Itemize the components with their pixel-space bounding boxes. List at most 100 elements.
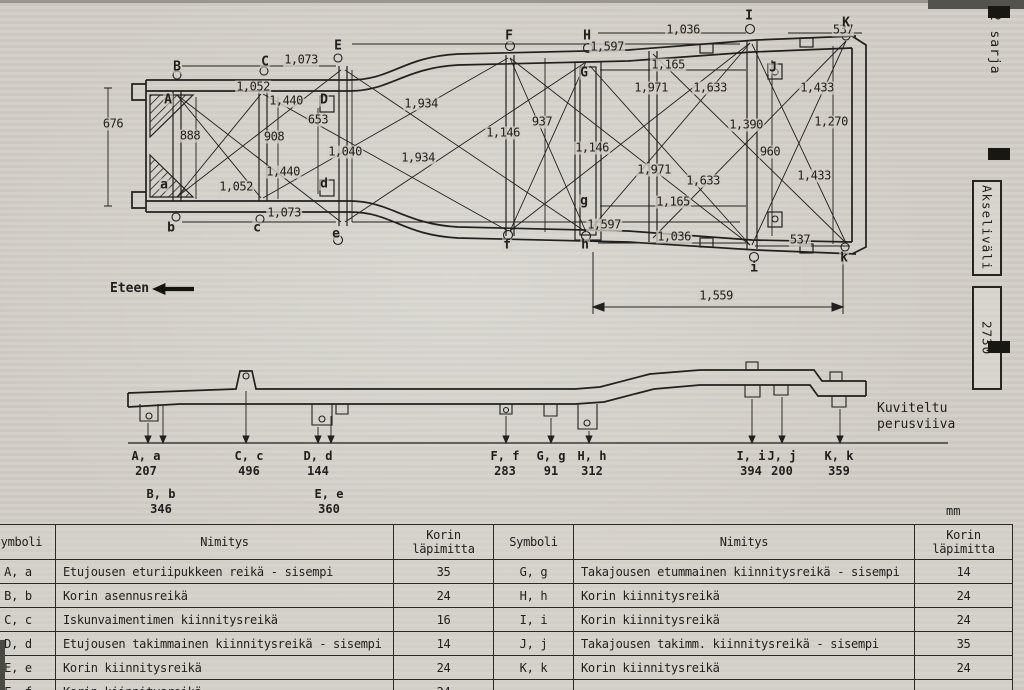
measure-point-label: G: [579, 65, 589, 81]
baseline-note-line2: perusviiva: [877, 417, 956, 432]
measure-point-label: b: [166, 220, 176, 236]
dimension-label: 1,052: [235, 79, 271, 94]
diameter-cell: 24: [393, 679, 494, 690]
symbol-cell: G, g: [493, 559, 574, 584]
height-value: 144: [307, 464, 329, 478]
diameter-cell: 24: [393, 655, 494, 680]
height-label: C, c 496: [235, 449, 264, 479]
spec-row: B, b Korin asennusreikä 24 H, h Korin ki…: [0, 583, 1013, 608]
col-header-symbol-right: Symboli: [493, 524, 574, 560]
series-margin-note: 62 sarja ja HJ 60 sarjat: [952, 4, 1024, 159]
dimension-label: 1,559: [698, 288, 734, 303]
height-value: 283: [494, 464, 516, 478]
height-value: 394: [740, 464, 762, 478]
side-view-rail: [127, 369, 867, 408]
name-cell: Korin asennusreikä: [55, 583, 394, 608]
symbol-cell: J, j: [493, 631, 574, 656]
wheelbase-label: Akseliväli: [979, 185, 995, 271]
dimension-label: 1,440: [265, 164, 301, 179]
height-label: F, f 283: [491, 449, 520, 479]
dimension-label: 1,597: [589, 39, 625, 54]
dimension-label: 1,040: [327, 144, 363, 159]
symbol-cell: -: [493, 679, 574, 690]
height-label: G, g 91: [537, 449, 566, 479]
dimension-label: 1,971: [633, 80, 669, 95]
height-label: A, a 207: [132, 449, 161, 479]
dimension-label: 676: [101, 116, 125, 131]
scan-edge-top: [0, 0, 1024, 3]
measure-point-label: C: [260, 54, 270, 70]
diameter-cell: 14: [914, 559, 1013, 584]
scan-edge-top-right: [928, 0, 1024, 9]
symbol-cell: I, i: [493, 607, 574, 632]
dimension-label: 1,433: [799, 80, 835, 95]
dimension-label: 1,971: [636, 162, 672, 177]
measure-point-label: F: [504, 28, 514, 44]
height-value: 312: [581, 464, 603, 478]
measure-point-label: h: [580, 237, 590, 253]
dimension-label: 1,073: [266, 205, 302, 220]
diameter-cell: 24: [914, 655, 1013, 680]
name-cell: Takajousen etummainen kiinnitysreikä - s…: [573, 559, 915, 584]
symbol-cell: A, a: [0, 559, 56, 584]
dimension-label: 1,633: [692, 80, 728, 95]
baseline-note-line1: Kuviteltu: [877, 401, 948, 416]
registration-mark: [988, 6, 1010, 18]
name-cell: Etujousen eturiipukkeen reikä - sisempi: [55, 559, 394, 584]
measure-point-label: E: [333, 38, 343, 54]
hole-spec-table-wrap: Symboli Nimitys Korin läpimitta Symboli …: [0, 524, 1013, 690]
diameter-cell: [914, 679, 1013, 690]
diameter-cell: 35: [914, 631, 1013, 656]
col-header-diameter-right: Korin läpimitta: [914, 524, 1013, 560]
height-label: I, i 394: [737, 449, 766, 479]
height-symbol: C, c: [234, 449, 264, 463]
height-symbol: D, d: [303, 449, 333, 463]
symbol-cell: D, d: [0, 631, 56, 656]
measure-point-label: d: [319, 176, 329, 192]
height-symbol: J, j: [767, 449, 797, 463]
height-symbol: K, k: [824, 449, 854, 463]
name-cell: Korin kiinnitysreikä: [55, 679, 394, 690]
name-cell: Iskunvaimentimen kiinnitysreikä: [55, 607, 394, 632]
height-value: 207: [135, 464, 157, 478]
height-label: J, j 200: [768, 449, 797, 479]
dimension-label: 1,165: [655, 194, 691, 209]
registration-mark: [988, 341, 1010, 353]
diameter-cell: 16: [393, 607, 494, 632]
diameter-cell: 24: [914, 607, 1013, 632]
name-cell: [573, 679, 915, 690]
dimension-label: 1,146: [574, 140, 610, 155]
measure-point-label: D: [319, 92, 329, 108]
height-symbol: F, f: [490, 449, 520, 463]
top-view-gussets: [149, 94, 195, 198]
height-label: D, d 144: [304, 449, 333, 479]
measure-point-label: f: [502, 237, 512, 253]
dimension-label: 1,036: [665, 22, 701, 37]
measure-point-label: J: [768, 60, 778, 76]
dimension-label: 537: [788, 232, 812, 247]
dimension-label: 1,052: [218, 179, 254, 194]
name-cell: Korin kiinnitysreikä: [55, 655, 394, 680]
name-cell: Korin kiinnitysreikä: [573, 607, 915, 632]
height-symbol: B, b: [146, 487, 176, 501]
dimension-label: 1,270: [813, 114, 849, 129]
unit-label: mm: [946, 504, 961, 518]
col-header-name-left: Nimitys: [55, 524, 394, 560]
wheelbase-value-box: 2730: [972, 286, 1002, 390]
dimension-label: 1,633: [685, 173, 721, 188]
measure-point-label: a: [159, 177, 169, 193]
symbol-cell: K, k: [493, 655, 574, 680]
scan-edge-bottom-left: [0, 640, 5, 690]
diameter-cell: 24: [914, 583, 1013, 608]
dimension-label: 937: [530, 114, 554, 129]
measure-point-label: g: [579, 193, 589, 209]
registration-mark: [988, 148, 1010, 160]
measure-point-label: k: [839, 250, 849, 266]
measure-point-label: c: [252, 220, 262, 236]
height-arrow-lines: [144, 391, 844, 445]
measure-point-label: e: [331, 226, 341, 242]
measure-point-label: A: [163, 92, 173, 108]
hole-spec-table: Symboli Nimitys Korin läpimitta Symboli …: [0, 524, 1013, 690]
height-label: E, e 360: [315, 487, 344, 517]
height-symbol: I, i: [736, 449, 766, 463]
